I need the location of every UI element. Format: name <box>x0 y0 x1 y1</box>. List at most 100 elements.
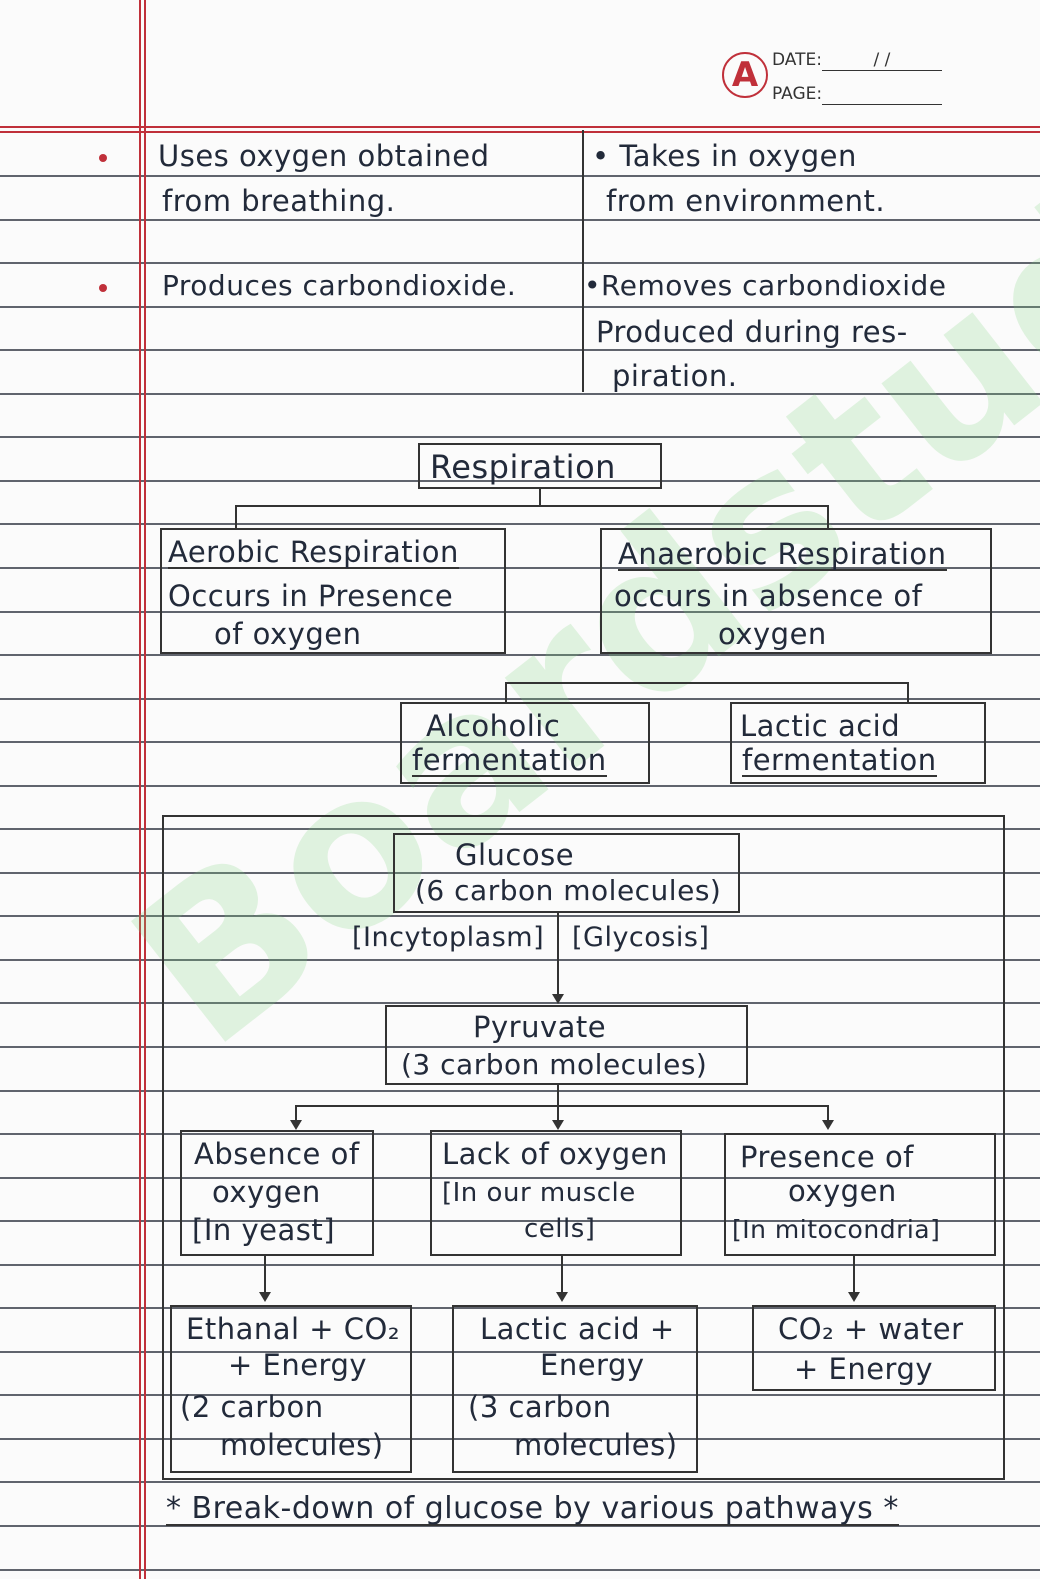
ruled-line <box>0 959 1040 961</box>
arrow-head <box>290 1120 302 1130</box>
product-line: CO₂ + water <box>778 1312 964 1346</box>
condition-line: Lack of oxygen <box>442 1137 668 1171</box>
ruled-line <box>0 1481 1040 1483</box>
ruled-line <box>0 785 1040 787</box>
arrow <box>557 913 559 997</box>
column-divider <box>582 130 584 392</box>
ruled-line <box>0 306 1040 308</box>
product-box-lactic: Lactic acid + Energy (3 carbon molecules… <box>452 1305 698 1473</box>
ruled-line <box>0 1133 1040 1135</box>
condition-line: [In yeast] <box>192 1213 336 1247</box>
lactic-line: fermentation <box>742 743 937 777</box>
ruled-line <box>0 436 1040 438</box>
ruled-line <box>0 1394 1040 1396</box>
condition-box-mitochondria: Presence of oxygen [In mitocondria] <box>724 1133 996 1256</box>
respiration-label: Respiration <box>430 448 616 486</box>
ruled-line <box>0 611 1040 613</box>
ruled-line <box>0 480 1040 482</box>
aerobic-line: of oxygen <box>214 617 362 651</box>
ruled-line <box>0 349 1040 351</box>
product-line: (3 carbon <box>468 1390 612 1424</box>
connector <box>539 489 541 506</box>
ruled-line <box>0 1264 1040 1266</box>
ruled-line <box>0 1438 1040 1440</box>
connector <box>907 682 909 702</box>
arrow <box>827 1105 829 1123</box>
glucose-line: (6 carbon molecules) <box>415 874 722 907</box>
row1-left-line2: from breathing. <box>162 184 396 218</box>
pathway-frame <box>162 815 1005 1480</box>
condition-line: oxygen <box>788 1174 897 1208</box>
alcoholic-line: fermentation <box>412 743 607 777</box>
logo: A <box>722 52 768 98</box>
aerobic-title: Aerobic Respiration <box>168 535 459 569</box>
ruled-line <box>0 567 1040 569</box>
ruled-line <box>0 219 1040 221</box>
date-field: DATE:/ / <box>772 50 942 71</box>
condition-line: oxygen <box>212 1175 321 1209</box>
ruled-line <box>0 523 1040 525</box>
aerobic-box: Aerobic Respiration Occurs in Presence o… <box>160 528 506 654</box>
ruled-line <box>0 262 1040 264</box>
ruled-line <box>0 393 1040 395</box>
arrow <box>853 1256 855 1296</box>
bullet <box>99 154 107 162</box>
ruled-line <box>0 1046 1040 1048</box>
page-field: PAGE: <box>772 84 943 105</box>
header-rule <box>0 126 1040 128</box>
date-label: DATE: <box>772 50 822 70</box>
ruled-line <box>0 1569 1040 1571</box>
arrow-head <box>552 1120 564 1130</box>
product-line: Ethanal + CO₂ <box>186 1312 400 1346</box>
product-box-aerobic: CO₂ + water + Energy <box>752 1305 996 1391</box>
pyruvate-line: (3 carbon molecules) <box>401 1048 708 1081</box>
product-line: (2 carbon <box>180 1390 324 1424</box>
respiration-box: Respiration <box>418 443 662 489</box>
row2-right-line2: Produced during res- <box>596 315 908 349</box>
header-rule <box>0 131 1040 133</box>
ruled-line <box>0 175 1040 177</box>
pyruvate-line: Pyruvate <box>473 1010 607 1044</box>
condition-line: cells] <box>524 1214 596 1244</box>
anaerobic-title: Anaerobic Respiration <box>618 537 947 571</box>
connector <box>235 505 237 528</box>
connector <box>505 682 909 684</box>
ruled-line <box>0 828 1040 830</box>
condition-box-muscle: Lack of oxygen [In our muscle cells] <box>430 1130 682 1256</box>
arrow <box>295 1105 297 1123</box>
condition-line: [In mitocondria] <box>732 1215 941 1244</box>
branch-line <box>295 1105 829 1107</box>
lactic-line: Lactic acid <box>740 709 901 743</box>
ruled-line <box>0 698 1040 700</box>
row1-right-line1: • Takes in oxygen <box>592 139 857 173</box>
ruled-line <box>0 654 1040 656</box>
product-line: + Energy <box>794 1352 934 1386</box>
arrow-head <box>822 1120 834 1130</box>
ruled-line <box>0 1090 1040 1092</box>
condition-line: Presence of <box>740 1140 914 1174</box>
product-line: molecules) <box>514 1428 678 1462</box>
connector <box>505 682 507 702</box>
ruled-line <box>0 1351 1040 1353</box>
pyruvate-box: Pyruvate (3 carbon molecules) <box>385 1005 748 1085</box>
pathway-caption: * Break-down of glucose by various pathw… <box>166 1491 899 1526</box>
arrow-head <box>556 1292 568 1302</box>
row1-left-line1: Uses oxygen obtained <box>158 139 490 173</box>
location-label: [Incytoplasm] <box>352 922 545 953</box>
arrow <box>561 1256 563 1296</box>
page-label: PAGE: <box>772 84 823 104</box>
date-value: / / <box>821 50 942 71</box>
row2-right-line1: •Removes carbondioxide <box>584 269 947 302</box>
condition-line: Absence of <box>194 1137 360 1171</box>
arrow-head <box>259 1292 271 1302</box>
row2-left-line1: Produces carbondioxide. <box>162 269 517 302</box>
arrow <box>264 1256 266 1296</box>
ruled-line <box>0 1177 1040 1179</box>
condition-line: [In our muscle <box>442 1178 636 1208</box>
aerobic-line: Occurs in Presence <box>168 579 454 613</box>
margin-line <box>144 0 146 1579</box>
connector <box>827 505 829 528</box>
arrow-head <box>552 994 564 1004</box>
product-box-ethanol: Ethanal + CO₂ + Energy (2 carbon molecul… <box>170 1305 412 1473</box>
glucose-line: Glucose <box>455 838 575 872</box>
